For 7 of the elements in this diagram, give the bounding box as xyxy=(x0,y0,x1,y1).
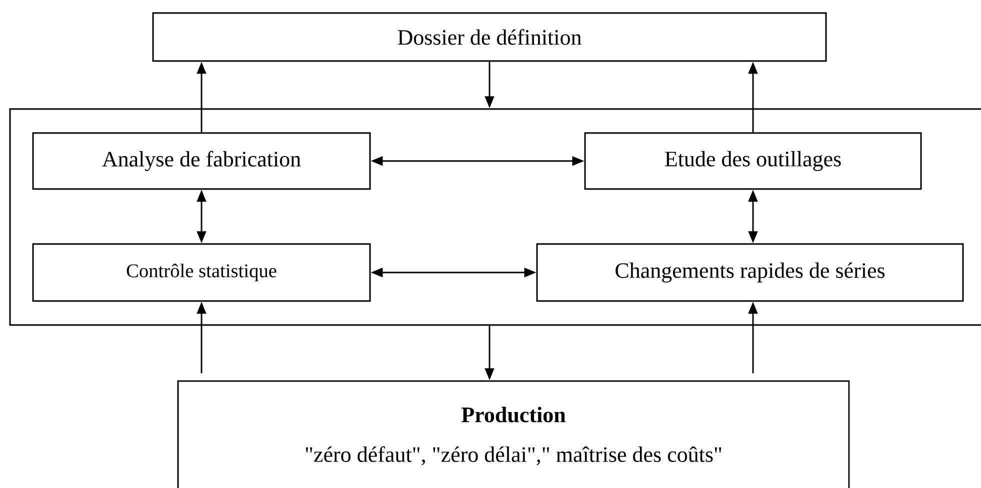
process-box: Changements rapides de séries xyxy=(536,243,964,302)
process-box: Contrôle statistique xyxy=(32,243,371,302)
process-box: Etude des outillages xyxy=(584,132,922,190)
process-box: Analyse de fabrication xyxy=(32,132,371,190)
production-box: Production "zéro défaut", "zéro délai"," maîtrise des coûts" xyxy=(177,380,850,488)
process-box: Dossier de définition xyxy=(152,12,827,62)
frame-box xyxy=(9,108,981,326)
